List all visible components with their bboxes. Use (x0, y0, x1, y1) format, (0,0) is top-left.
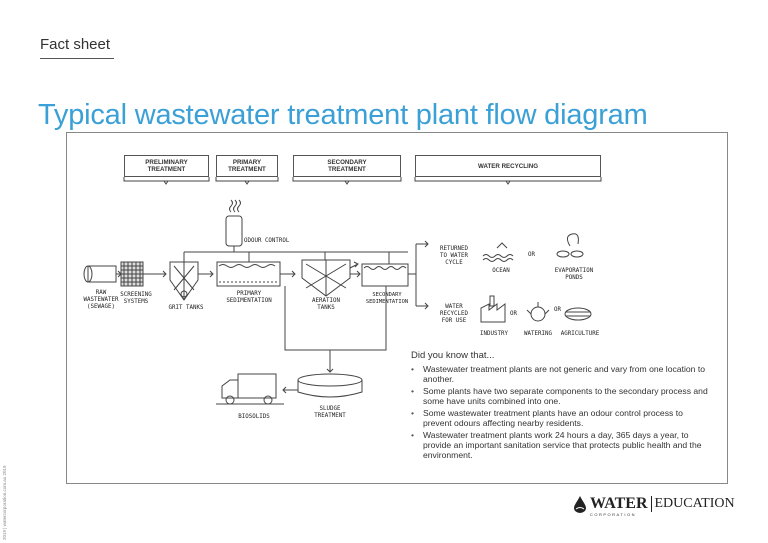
ocean-boat (496, 242, 508, 249)
arrow (416, 240, 429, 248)
diagram-panel (66, 132, 728, 484)
truck-cab (221, 379, 238, 399)
industry-label: INDUSTRY (480, 331, 508, 337)
screen-mesh (121, 262, 143, 286)
logo-divider (650, 496, 652, 512)
stage-bracket (215, 177, 279, 185)
list-item: Some wastewater treatment plants have an… (411, 408, 711, 428)
odour-fumes (229, 199, 241, 213)
stage-bracket (292, 177, 402, 185)
field-rows (566, 311, 590, 317)
stage-secondary: SECONDARY TREATMENT (293, 155, 401, 177)
did-you-know-heading: Did you know that... (411, 350, 495, 361)
aeration-lines (305, 260, 347, 296)
returned-label: RETURNED TO WATER CYCLE (440, 246, 468, 266)
sludge-treatment-label: SLUDGE TREATMENT (314, 406, 346, 419)
raw-wastewater-label: RAW WASTEWATER (SEWAGE) (83, 290, 119, 310)
arrow (416, 302, 429, 310)
arrow (326, 368, 334, 373)
inlet-pipe-end (83, 265, 93, 283)
logo-corporation: CORPORATION (590, 512, 636, 517)
evaporation-label: EVAPORATION PONDS (554, 268, 594, 281)
truck-wheel (225, 395, 235, 405)
stage-bracket (414, 177, 602, 185)
evaporation-pond (570, 250, 584, 258)
arrow (143, 270, 167, 278)
evaporation-pond (556, 250, 570, 258)
aeration-tank (301, 259, 351, 297)
fact-sheet-kicker: Fact sheet (40, 36, 111, 53)
or-label: OR (510, 311, 517, 317)
water-education-logo: WATER EDUCATION CORPORATION (572, 495, 735, 517)
water-drop-icon (574, 496, 586, 513)
arrow (282, 386, 298, 394)
outflow-line (408, 244, 417, 306)
ocean-waves (482, 254, 514, 262)
stage-recycling: WATER RECYCLING (415, 155, 601, 177)
factory-chimney (489, 295, 495, 307)
list-item: Wastewater treatment plants work 24 hour… (411, 430, 711, 460)
logo-education: EDUCATION (654, 496, 735, 511)
recycled-label: WATER RECYCLED FOR USE (440, 304, 468, 324)
primary-sed-label: PRIMARY SEDIMENTATION (226, 291, 272, 304)
stage-bracket (123, 177, 210, 185)
list-item: Wastewater treatment plants are not gene… (411, 364, 711, 384)
logo-water: WATER (590, 495, 648, 512)
arrow (198, 270, 214, 278)
sludge-line (284, 286, 387, 351)
secondary-sed-tank (361, 263, 409, 287)
odour-filter (225, 215, 243, 247)
biosolids-label: BIOSOLIDS (238, 414, 270, 420)
arrow (349, 261, 359, 269)
secondary-sed-water (363, 266, 407, 270)
primary-sed-water (218, 264, 276, 268)
page-title: Typical wastewater treatment plant flow … (38, 99, 648, 132)
odour-duct (183, 246, 408, 264)
screening-label: SCREENING SYSTEMS (120, 292, 152, 305)
did-you-know-list: Wastewater treatment plants are not gene… (411, 364, 711, 462)
agriculture-label: AGRICULTURE (560, 331, 600, 337)
field (564, 307, 592, 321)
arrow (280, 270, 296, 278)
odour-control-label: ODOUR CONTROL (244, 238, 290, 244)
stage-preliminary: PRELIMINARY TREATMENT (124, 155, 209, 177)
grit-tank (169, 261, 199, 301)
arrow (116, 270, 122, 278)
watering-label: WATERING (524, 331, 552, 337)
sludge-tank-top (297, 373, 363, 387)
sludge-tank-body (297, 380, 363, 398)
grit-tanks-label: GRIT TANKS (168, 305, 204, 311)
list-item: Some plants have two separate components… (411, 386, 711, 406)
sprinkler-sprays (526, 302, 550, 315)
tree (566, 233, 579, 247)
arrow (350, 270, 361, 278)
side-credit: 2019 | watercorporation.com.au 2019 (2, 465, 7, 540)
kicker-rule (40, 58, 114, 59)
grit-collector (180, 290, 188, 298)
ocean-label: OCEAN (492, 268, 510, 274)
or-label: OR (528, 252, 535, 258)
aeration-label: AERATION TANKS (312, 298, 340, 311)
factory (480, 303, 506, 323)
stage-primary: PRIMARY TREATMENT (216, 155, 278, 177)
grit-tank-lines (173, 262, 195, 300)
or-label: OR (554, 307, 561, 313)
truck-body (237, 373, 277, 399)
sprinkler (530, 306, 546, 322)
secondary-sed-label: SECONDARY SEDIMENTATION (365, 292, 409, 305)
truck-wheel (263, 395, 273, 405)
